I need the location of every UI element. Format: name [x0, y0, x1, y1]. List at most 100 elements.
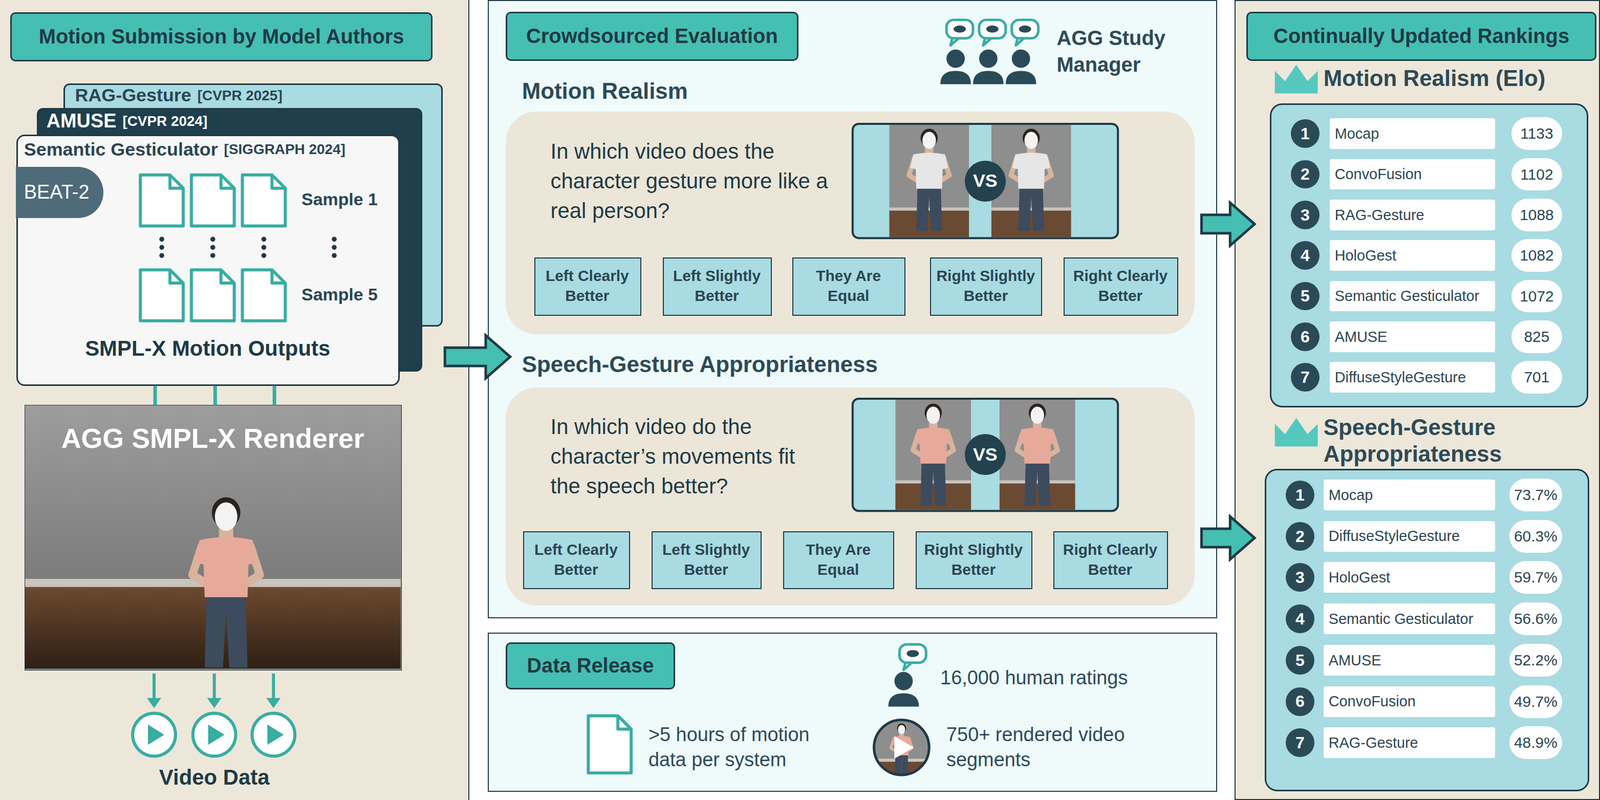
rank-number: 1	[1290, 119, 1320, 148]
system-name: RAG-Gesture	[1323, 727, 1496, 759]
rating-button: Right Slightly Better	[915, 531, 1032, 590]
text: DiffuseStyleGesture	[1334, 368, 1466, 387]
text-slot: 49.7%	[1509, 685, 1563, 719]
score-pill: 56.6%	[1509, 602, 1563, 636]
rating-button: Left Slightly Better	[662, 257, 772, 316]
text-slot: Right Clearly Better	[1052, 530, 1167, 590]
score-pill: 52.2%	[1509, 643, 1563, 677]
text: Semantic Gesticulator	[1334, 287, 1480, 306]
text-slot: In which video does the character gestur…	[550, 132, 839, 230]
text-slot: 5	[1290, 282, 1320, 311]
connector	[213, 385, 218, 406]
text: AMUSE	[46, 109, 117, 133]
text: 59.7%	[1514, 568, 1558, 587]
text-slot: 7	[1285, 728, 1315, 758]
text-slot: 59.7%	[1509, 560, 1563, 594]
text-slot: 56.6%	[1509, 602, 1563, 636]
text-slot: Sample 1	[301, 187, 396, 212]
system-name: Semantic Gesticulator	[1323, 603, 1496, 635]
text: AMUSE	[1328, 651, 1382, 670]
text: Speech-Gesture Appropriateness	[1323, 414, 1544, 468]
text: 2	[1300, 164, 1310, 184]
text: Left Clearly Better	[526, 539, 626, 580]
text-slot: RAG-Gesture[CVPR 2025]	[75, 83, 433, 107]
text-slot: Data Release	[505, 642, 676, 690]
text-slot: BEAT-2	[15, 166, 98, 219]
text-slot: Speech-Gesture Appropriateness	[1323, 411, 1544, 471]
connector	[1201, 202, 1255, 246]
text: They Are Equal	[795, 266, 901, 307]
text-slot: ConvoFusion	[1329, 159, 1496, 190]
model-card: Semantic Gesticulator[SIGGRAPH 2024]Samp…	[16, 134, 401, 386]
score-pill: 48.9%	[1509, 726, 1563, 760]
text-slot: HoloGest	[1329, 240, 1496, 271]
text-slot: 4	[1285, 604, 1315, 634]
text: 7	[1300, 367, 1310, 387]
text-slot: >5 hours of motion data per system	[648, 718, 849, 778]
score-pill: 49.7%	[1509, 685, 1563, 719]
text: Sample 5	[301, 284, 378, 306]
panel: Continually Updated RankingsMotion Reali…	[1234, 0, 1600, 800]
system-name: AMUSE	[1329, 321, 1496, 353]
text: 1133	[1520, 124, 1553, 143]
rank-number: 2	[1290, 160, 1320, 189]
text: BEAT-2	[24, 180, 90, 204]
text-slot: They Are Equal	[782, 530, 894, 590]
text: 701	[1523, 368, 1550, 387]
text-slot: Video Data	[112, 763, 317, 792]
text: Right Clearly Better	[1067, 266, 1174, 307]
text-slot: 1	[1290, 119, 1320, 148]
rating-button: Left Clearly Better	[534, 257, 642, 316]
rank-number: 3	[1285, 563, 1315, 592]
text-slot: Mocap	[1329, 118, 1496, 149]
dataset-badge: BEAT-2	[15, 166, 104, 219]
text: 1088	[1519, 205, 1554, 225]
text-slot: Speech-Gesture Appropriateness	[522, 348, 951, 382]
text: 5	[1295, 650, 1305, 670]
text: 60.3%	[1514, 527, 1558, 546]
system-name: RAG-Gesture	[1329, 199, 1496, 231]
score-pill: 701	[1511, 360, 1563, 394]
text-slot: 750+ rendered video segments	[946, 718, 1184, 778]
rank-number: 4	[1285, 604, 1315, 634]
text-slot: VS	[964, 160, 1006, 202]
text-slot: Mocap	[1323, 479, 1496, 511]
rank-number: 7	[1290, 362, 1320, 392]
text-slot: Left Slightly Better	[651, 530, 762, 590]
score-pill: 73.7%	[1509, 478, 1563, 512]
text: HoloGest	[1328, 568, 1391, 587]
text-slot: 1133	[1511, 117, 1563, 150]
text-slot: 1072	[1511, 279, 1563, 313]
text-slot: AGG SMPL-X Renderer	[24, 417, 402, 459]
rank-number: 5	[1285, 645, 1315, 675]
connector	[272, 385, 277, 406]
text-slot: 3	[1290, 200, 1320, 230]
vs-badge: VS	[964, 434, 1006, 475]
text: 6	[1300, 327, 1310, 347]
rating-button: They Are Equal	[783, 531, 895, 590]
text: Left Slightly Better	[666, 266, 768, 307]
text-slot: ConvoFusion	[1323, 686, 1496, 718]
panel: Data Release16,000 human ratings>5 hours…	[487, 632, 1218, 792]
rating-button: Right Clearly Better	[1063, 257, 1178, 316]
ranking-box: Motion Realism (Elo)1Mocap11332ConvoFusi…	[1269, 103, 1589, 408]
question-card: Motion RealismIn which video does the ch…	[505, 111, 1195, 335]
text: Continually Updated Rankings	[1273, 24, 1570, 49]
score-pill: 60.3%	[1509, 520, 1563, 553]
text: Crowdsourced Evaluation	[526, 24, 778, 49]
text: Left Clearly Better	[537, 266, 637, 307]
text-slot: Left Clearly Better	[522, 530, 630, 590]
panel: Crowdsourced EvaluationAGG Study Manager…	[487, 0, 1218, 619]
text-slot: RAG-Gesture	[1323, 727, 1496, 759]
text-slot: 5	[1285, 645, 1315, 675]
text: 48.9%	[1514, 733, 1558, 752]
text: RAG-Gesture	[75, 84, 192, 107]
ranking-box: Speech-Gesture Appropriateness1Mocap73.7…	[1264, 468, 1590, 792]
rank-number: 3	[1290, 200, 1320, 230]
text: Motion Submission by Model Authors	[38, 24, 405, 50]
rating-button: Left Clearly Better	[523, 531, 631, 590]
rating-button: Left Slightly Better	[651, 531, 762, 590]
connector	[1201, 516, 1255, 560]
text-slot: AMUSE	[1323, 644, 1496, 676]
text: Video Data	[159, 764, 270, 791]
